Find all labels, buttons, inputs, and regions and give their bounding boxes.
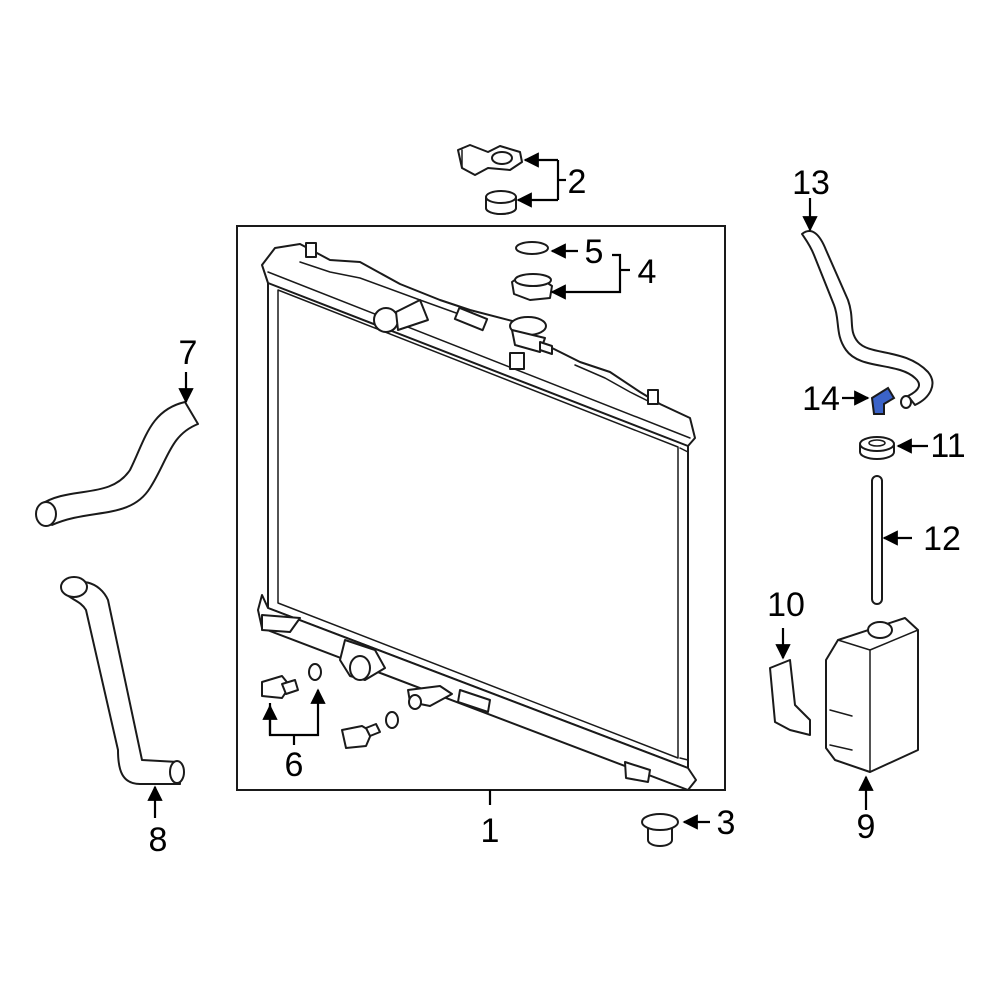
cap-seal-part[interactable] xyxy=(515,241,549,255)
reservoir-cap-part[interactable] xyxy=(859,436,895,460)
mount-bracket-part[interactable] xyxy=(457,144,523,176)
upper-hose-part[interactable] xyxy=(35,401,199,527)
hose-joint-part[interactable] xyxy=(870,386,896,415)
callout-14[interactable]: 14 xyxy=(802,380,840,418)
callout-13[interactable]: 13 xyxy=(792,164,830,202)
callout-11[interactable]: 11 xyxy=(930,427,965,465)
overflow-pipe-part[interactable] xyxy=(871,475,883,605)
callout-1[interactable]: 1 xyxy=(481,812,500,850)
callout-9[interactable]: 9 xyxy=(857,808,876,846)
reservoir-tank-part[interactable] xyxy=(825,617,919,773)
tank-bracket-part[interactable] xyxy=(769,659,811,736)
callout-7[interactable]: 7 xyxy=(179,334,198,372)
callout-4[interactable]: 4 xyxy=(638,253,657,291)
overflow-hose-part[interactable] xyxy=(801,230,934,409)
callout-10[interactable]: 10 xyxy=(767,586,805,624)
radiator-cap-part[interactable] xyxy=(511,273,553,301)
radiator-frame-box xyxy=(236,225,726,791)
radiator-part[interactable] xyxy=(257,242,697,791)
callout-3[interactable]: 3 xyxy=(717,804,736,842)
callout-6[interactable]: 6 xyxy=(285,746,304,784)
callout-12[interactable]: 12 xyxy=(923,520,961,558)
drain-plug-part[interactable] xyxy=(341,711,399,749)
lower-cushion-part[interactable] xyxy=(641,813,679,847)
lower-hose-part[interactable] xyxy=(60,576,185,785)
temp-sensor-part[interactable] xyxy=(261,663,322,699)
callout-2[interactable]: 2 xyxy=(568,163,587,201)
upper-cushion-part[interactable] xyxy=(485,190,517,215)
callout-5[interactable]: 5 xyxy=(585,233,604,271)
callout-labels: 1 2 3 4 5 6 7 8 9 10 11 12 13 14 xyxy=(149,163,966,859)
callout-8[interactable]: 8 xyxy=(149,821,168,859)
callout-leaders xyxy=(147,152,928,830)
